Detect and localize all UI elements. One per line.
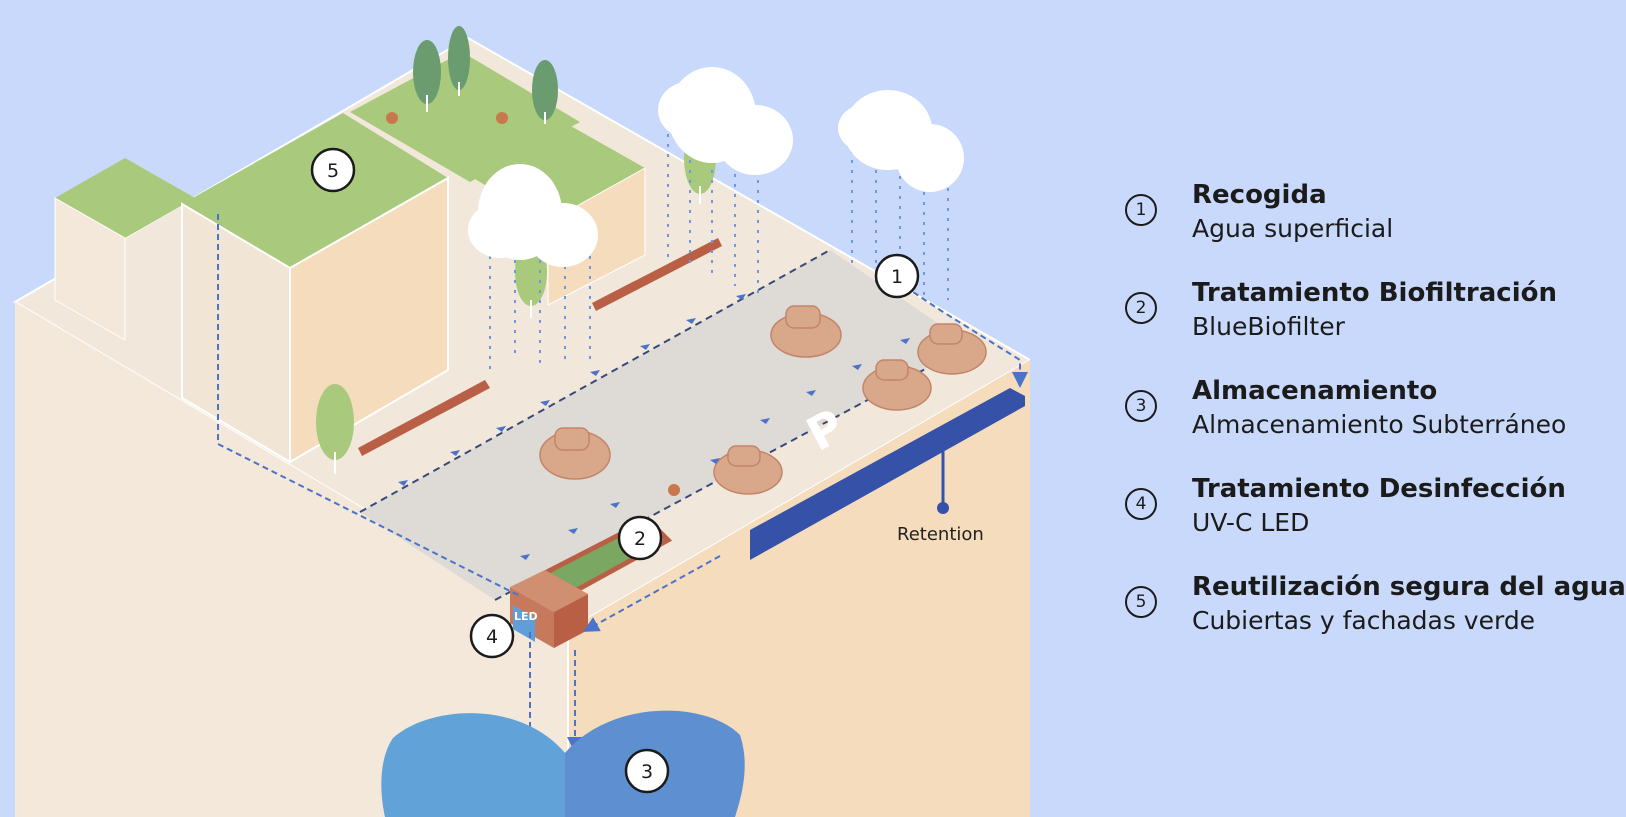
legend-subtitle: Almacenamiento Subterráneo [1192,410,1567,439]
planter [592,238,722,311]
legend-title: Almacenamiento [1192,376,1438,406]
legend-item-almacenamiento: 3 Almacenamiento Almacenamiento Subterrá… [1125,376,1625,474]
marker-4: 4 [469,613,515,659]
retention-bar [750,388,1025,560]
stormwater-diagram: P Retention LED 1 2 3 [13,26,1030,817]
person-icon [668,484,680,496]
tree-icon [413,40,441,112]
runoff-arrows [398,294,910,560]
legend-title: Tratamiento Biofiltración [1192,278,1557,308]
legend-item-desinfeccion: 4 Tratamiento Desinfección UV-C LED [1125,474,1625,572]
legend-number: 4 [1125,488,1157,520]
person-icon [496,112,508,124]
legend-number: 3 [1125,390,1157,422]
ground-left-face [15,302,568,817]
legend-item-reutilizacion: 5 Reutilización segura del agua Cubierta… [1125,572,1626,670]
legend-item-recogida: 1 Recogida Agua superficial [1125,180,1625,278]
person-icon [386,112,398,124]
retention-label: Retention [897,524,984,545]
cloud-icon [838,90,964,192]
marker-2: 2 [617,515,663,561]
car-icon [539,427,611,480]
marker-3: 3 [624,748,670,794]
building-main-top [182,113,448,268]
led-label: LED [514,610,538,623]
legend-subtitle: UV-C LED [1192,508,1310,537]
legend-subtitle: Agua superficial [1192,214,1394,243]
led-unit-right [554,594,588,648]
tree-icon [316,384,354,474]
tree-icon [448,26,470,96]
ground-right-face [568,360,1030,817]
planter [358,380,490,456]
car-icon [917,323,987,375]
park-lawn [350,52,580,182]
legend-number: 1 [1125,194,1157,226]
legend-subtitle: Cubiertas y fachadas verde [1192,606,1536,635]
svg-text:5: 5 [327,160,339,182]
marker-1: 1 [874,253,920,299]
legend-item-biofiltracion: 2 Tratamiento Biofiltración BlueBiofilte… [1125,278,1625,376]
legend-title: Tratamiento Desinfección [1192,474,1566,504]
car-icon [770,305,842,358]
storage-pond-left [381,713,565,817]
legend-number: 2 [1125,292,1157,324]
cloud-icon [468,164,598,267]
building-back-left-face [54,197,126,341]
legend-subtitle: BlueBiofilter [1192,312,1345,341]
flow-lines [217,214,1028,753]
legend-title: Reutilización segura del agua [1192,572,1626,602]
legend-title: Recogida [1192,180,1327,210]
legend-number: 5 [1125,586,1157,618]
car-icon [713,445,783,495]
car-icon [862,359,932,411]
marker-5: 5 [310,147,356,193]
svg-text:2: 2 [634,528,646,550]
cloud-icon [658,67,793,175]
svg-text:3: 3 [641,761,653,783]
legend: 1 Recogida Agua superficial 2 Tratamient… [1125,180,1626,670]
svg-text:4: 4 [486,626,498,648]
svg-text:1: 1 [891,266,903,288]
tree-icon [532,60,558,124]
led-unit-top [510,570,588,612]
